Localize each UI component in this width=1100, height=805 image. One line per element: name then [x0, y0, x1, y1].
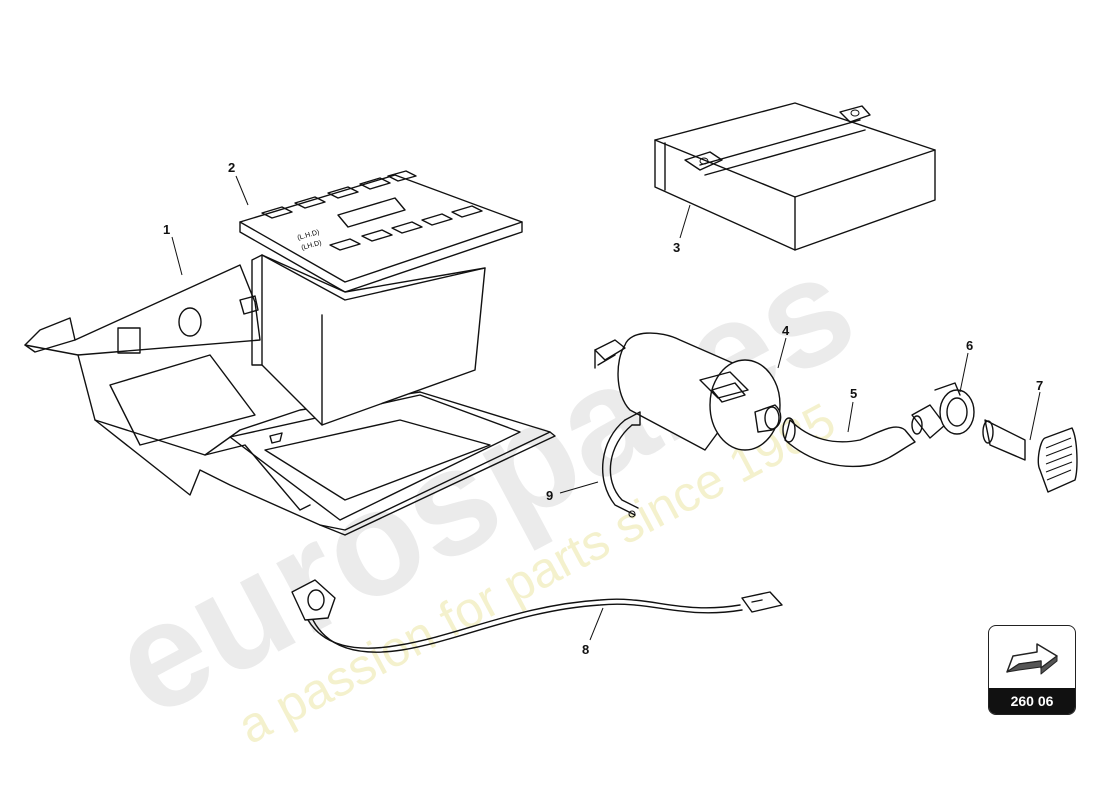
part-7-vent	[982, 419, 1078, 493]
part-6-elbow	[911, 382, 975, 439]
callout-5: 5	[850, 386, 857, 401]
callouts: 1 2 3 4 5 6 7 8 9	[163, 160, 1043, 657]
part-2-control-panel: (L.H.D) (LH.D)	[239, 170, 523, 426]
callout-3: 3	[673, 240, 680, 255]
part-8-sensor-cable	[291, 579, 783, 653]
reference-code: 260 06	[989, 688, 1075, 714]
callout-8: 8	[582, 642, 589, 657]
callout-1: 1	[163, 222, 170, 237]
part-5-hose	[782, 417, 916, 468]
callout-9: 9	[546, 488, 553, 503]
part-4-fan-motor	[594, 332, 782, 451]
watermark: eurospares a passion for parts since 198…	[86, 220, 879, 754]
callout-7: 7	[1036, 378, 1043, 393]
part-9-clamp	[602, 411, 641, 518]
leader-lines	[171, 175, 1041, 641]
part-3-ecu-box	[654, 102, 936, 251]
arrow-icon	[1006, 643, 1058, 675]
reference-badge: 260 06	[988, 625, 1076, 715]
callout-2: 2	[228, 160, 235, 175]
callout-6: 6	[966, 338, 973, 353]
callout-4: 4	[782, 323, 790, 338]
